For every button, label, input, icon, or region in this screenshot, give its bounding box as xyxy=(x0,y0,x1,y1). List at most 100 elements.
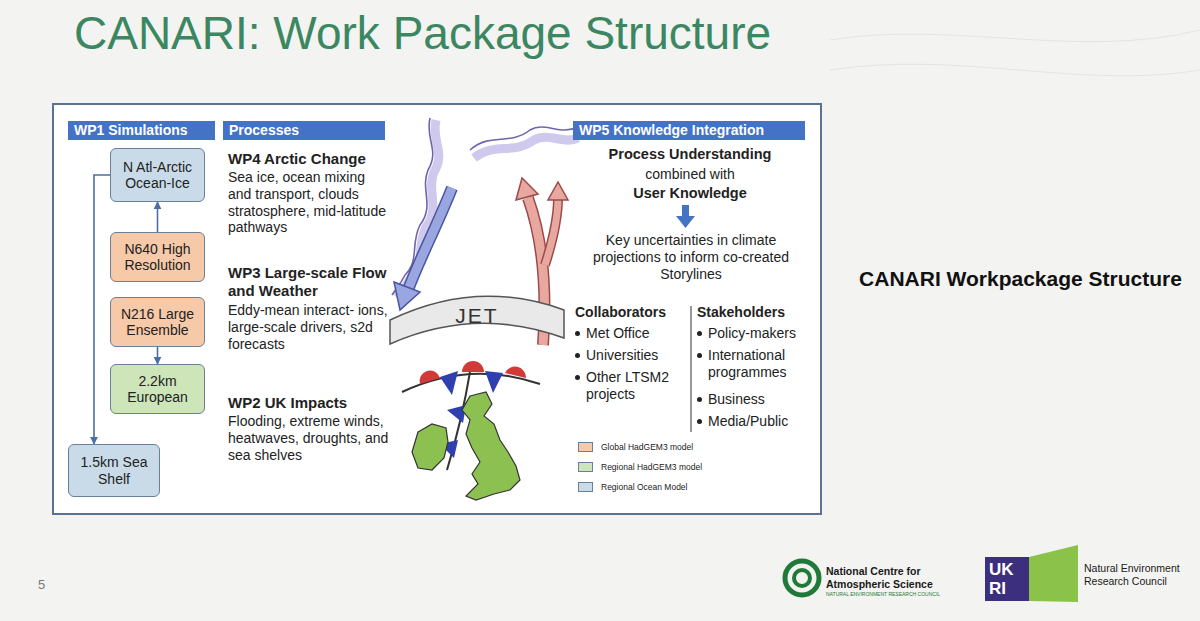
ncas-logo xyxy=(785,561,819,595)
bullet-dot xyxy=(697,419,702,424)
connector-arrow xyxy=(157,202,159,232)
page-number: 5 xyxy=(38,577,58,593)
southward-arrow xyxy=(394,188,452,310)
legend-swatch xyxy=(578,462,593,472)
section-header: WP5 Knowledge Integration xyxy=(573,121,805,140)
label-text: Natural Environment Research Council xyxy=(1084,562,1194,587)
label-text: Sea ice, ocean mixing and transport, clo… xyxy=(228,169,390,236)
column-heading: Collaborators xyxy=(575,304,690,321)
label-text: Collaborators xyxy=(575,304,690,321)
russia-coast xyxy=(470,127,578,158)
label-text: User Knowledge xyxy=(578,185,802,202)
bullet-row: Business xyxy=(697,391,815,408)
logo-ring xyxy=(785,561,819,595)
simulation-box: 2.2km European xyxy=(110,364,205,414)
list-item: Media/Public xyxy=(697,413,815,430)
integration-text: Process Understanding xyxy=(578,146,802,163)
section-header: WP1 Simulations xyxy=(68,121,215,140)
arrow-down-symbol xyxy=(676,205,695,228)
jet-band: JET xyxy=(388,286,566,346)
label-text: WP4 Arctic Change xyxy=(228,150,393,168)
bullet-row: Other LTSM2 projects xyxy=(575,369,690,403)
node-text: 2.2km European xyxy=(115,373,200,405)
logo-text: National Centre for Atmospheric Science xyxy=(826,565,966,590)
bullet-dot xyxy=(697,331,702,336)
arrow-outline xyxy=(408,188,452,290)
connector-arrow xyxy=(94,175,110,444)
label-text: WP2 UK Impacts xyxy=(228,394,390,412)
jet-band-outline xyxy=(390,296,564,344)
integration-text: Key uncertainties in climate projections… xyxy=(583,232,799,282)
integration-text: combined with xyxy=(578,166,802,183)
node-text: N216 Large Ensemble xyxy=(115,306,200,338)
coastline xyxy=(470,127,578,150)
section-header: Processes xyxy=(223,121,385,140)
column-heading: Stakeholders xyxy=(697,304,815,321)
warm-front-symbol xyxy=(505,367,526,378)
bullet-dot xyxy=(697,353,702,358)
label-text: Stakeholders xyxy=(697,304,815,321)
simulation-box: N640 High Resolution xyxy=(110,232,205,282)
great-britain xyxy=(462,392,520,500)
uk-map xyxy=(412,392,520,500)
node-text: 1.5km Sea Shelf xyxy=(73,454,155,486)
background-curve xyxy=(830,64,1200,76)
cold-front-symbol xyxy=(485,371,503,393)
ireland xyxy=(412,424,448,470)
process-heading: WP3 Large-scale Flow and Weather xyxy=(228,264,390,300)
arrow-head xyxy=(548,182,568,200)
legend-swatch xyxy=(578,482,593,492)
ukri-logo xyxy=(985,545,1078,602)
node-text: WP5 Knowledge Integration xyxy=(579,122,764,138)
simulation-box: N Atl-Arctic Ocean-Ice xyxy=(110,148,205,202)
logo-text: NATURAL ENVIRONMENT RESEARCH COUNCIL xyxy=(826,591,966,597)
logo-letters: RI xyxy=(989,579,1027,599)
node-text: Processes xyxy=(229,122,299,138)
legend-text: Regional Ocean Model xyxy=(601,482,687,492)
side-caption: CANARI Workpackage Structure xyxy=(848,266,1193,291)
column-divider xyxy=(691,306,692,432)
node-text: JET xyxy=(455,304,498,328)
process-heading: WP4 Arctic Change xyxy=(228,150,393,168)
label-text: Universities xyxy=(586,347,658,364)
arrow-shaft xyxy=(682,205,689,217)
bullet-row: International programmes xyxy=(697,347,815,381)
simulation-box: 1.5km Sea Shelf xyxy=(68,444,160,497)
label-text: 5 xyxy=(38,577,58,593)
process-heading: WP2 UK Impacts xyxy=(228,394,390,412)
label-text: combined with xyxy=(578,166,802,183)
label-text: NATURAL ENVIRONMENT RESEARCH COUNCIL xyxy=(826,591,966,597)
logo-letters: UK xyxy=(989,560,1027,580)
legend-entry: Global HadGEM3 model xyxy=(578,442,693,452)
arrow-head xyxy=(516,178,538,200)
legend-text: Global HadGEM3 model xyxy=(601,442,693,452)
list-item: Met Office xyxy=(575,325,690,342)
label-text: Met Office xyxy=(586,325,650,342)
logo-block xyxy=(1029,545,1078,602)
label-text: National Centre for Atmospheric Science xyxy=(826,565,966,590)
logo-block xyxy=(985,557,1029,601)
legend-entry: Regional HadGEM3 model xyxy=(578,462,702,472)
list-item: Policy-makers xyxy=(697,325,815,342)
label-text: International programmes xyxy=(708,347,815,381)
arrow-body xyxy=(545,198,558,265)
bullet-row: Met Office xyxy=(575,325,690,342)
process-text: Flooding, extreme winds, heatwaves, drou… xyxy=(228,413,390,463)
front-line xyxy=(447,372,470,470)
label-text: CANARI Workpackage Structure xyxy=(848,266,1193,291)
logo-text: Natural Environment Research Council xyxy=(1084,562,1194,587)
label-text: Other LTSM2 projects xyxy=(586,369,690,403)
background-curve xyxy=(830,30,1200,42)
background-curves xyxy=(830,30,1200,76)
integration-text: User Knowledge xyxy=(578,185,802,202)
label-text: Eddy-mean interact- ions, large-scale dr… xyxy=(228,302,390,352)
warm-front-symbol xyxy=(420,371,440,384)
label-text: Flooding, extreme winds, heatwaves, drou… xyxy=(228,413,390,463)
list-item: Other LTSM2 projects xyxy=(575,369,690,403)
logo-ring xyxy=(794,570,810,586)
slide-title: CANARI: Work Package Structure xyxy=(74,6,771,60)
node-text: WP1 Simulations xyxy=(74,122,188,138)
warm-front-symbol xyxy=(462,361,484,372)
process-text: Sea ice, ocean mixing and transport, clo… xyxy=(228,169,390,236)
bullet-dot xyxy=(575,353,580,358)
